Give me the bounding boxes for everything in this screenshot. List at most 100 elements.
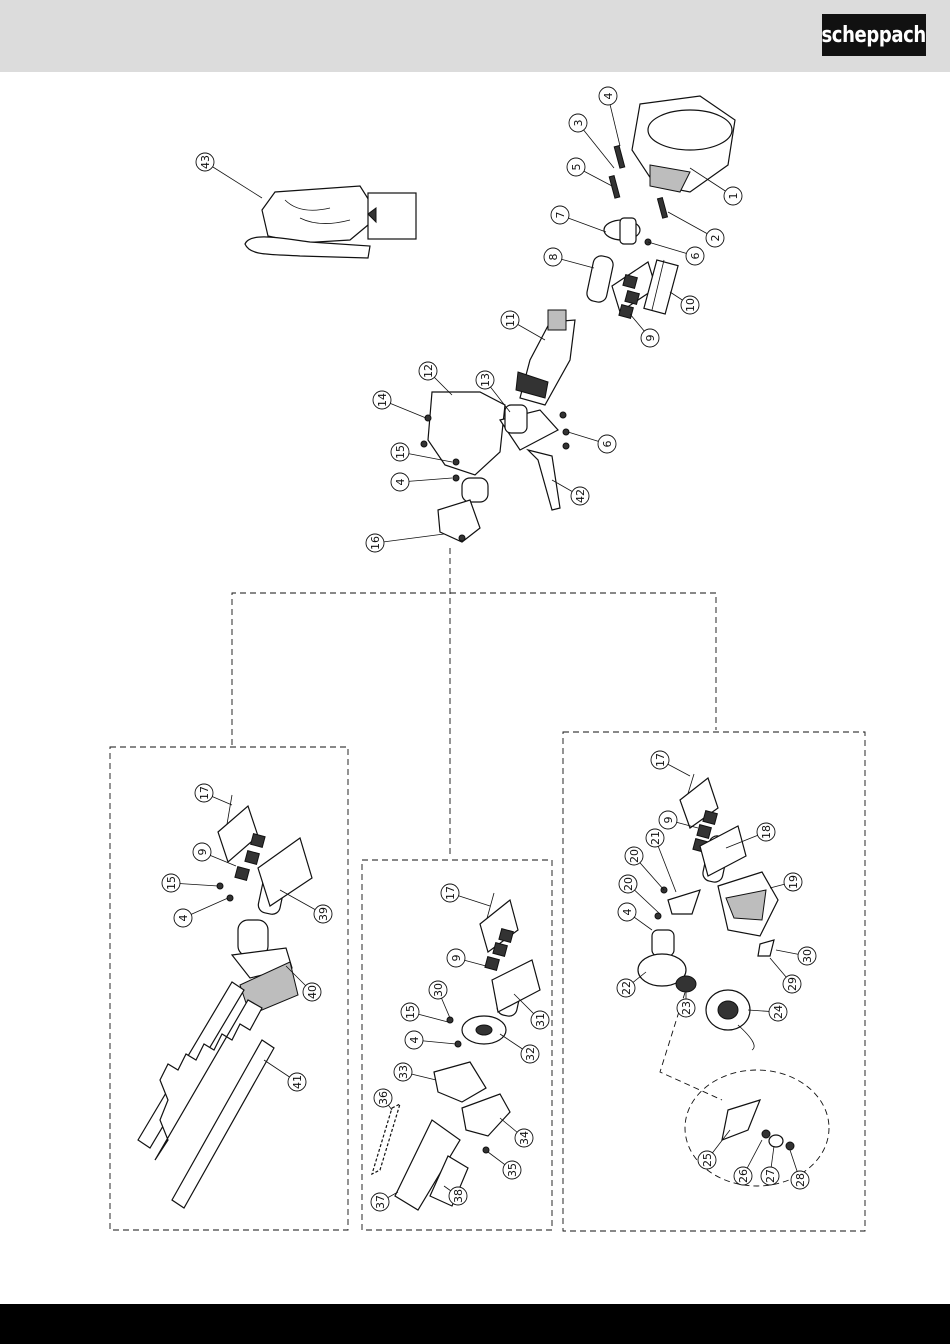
- callout-c19a: 19: [770, 873, 802, 891]
- callout-number: 33: [397, 1065, 410, 1079]
- callout-c39a: 39: [280, 890, 332, 923]
- callout-number: 15: [404, 1005, 417, 1019]
- callout-number: 39: [317, 907, 330, 921]
- callout-number: 21: [649, 831, 662, 845]
- callout-c29a: 29: [770, 958, 801, 993]
- callout-number: 1: [727, 193, 740, 200]
- callout-number: 5: [570, 164, 583, 171]
- callout-number: 26: [737, 1169, 750, 1183]
- callout-c24a: 24: [748, 1003, 787, 1021]
- callout-number: 6: [601, 441, 614, 448]
- callout-c4a: 4: [599, 87, 620, 146]
- callout-number: 42: [574, 489, 587, 503]
- callout-number: 22: [620, 981, 633, 995]
- callout-c16a: 16: [366, 534, 444, 552]
- header-bar: scheppach: [0, 0, 950, 72]
- callout-number: 10: [684, 298, 697, 312]
- brand-logo: scheppach: [822, 14, 926, 56]
- callout-number: 9: [644, 335, 657, 342]
- callout-c9c: 9: [447, 949, 486, 967]
- callout-c8a: 8: [544, 248, 594, 268]
- callout-number: 15: [165, 876, 178, 890]
- callout-c12a: 12: [419, 362, 452, 395]
- callout-number: 38: [452, 1189, 465, 1203]
- callout-number: 17: [198, 786, 211, 800]
- callout-c4e: 4: [618, 903, 652, 930]
- callout-number: 18: [760, 825, 773, 839]
- callout-c15b: 15: [162, 874, 218, 892]
- callout-c31a: 31: [514, 994, 549, 1029]
- callout-c21a: 21: [646, 829, 676, 892]
- callout-c25a: 25: [698, 1130, 730, 1169]
- callout-number: 4: [408, 1037, 421, 1044]
- callout-c23a: 23: [677, 992, 695, 1017]
- callout-number: 23: [680, 1001, 693, 1015]
- callout-number: 30: [801, 949, 814, 963]
- callout-c43a: 43: [196, 153, 262, 198]
- callout-number: 4: [621, 909, 634, 916]
- callout-c41a: 41: [264, 1060, 306, 1091]
- callout-c11a: 11: [501, 311, 545, 340]
- callout-number: 6: [689, 253, 702, 260]
- callout-number: 9: [662, 817, 675, 824]
- callout-number: 4: [394, 479, 407, 486]
- hedge-trimmer-parts: [138, 795, 312, 1208]
- callout-c17a: 17: [195, 784, 232, 805]
- callout-number: 27: [764, 1169, 777, 1183]
- callout-c15c: 15: [401, 1003, 448, 1022]
- callout-number: 41: [291, 1075, 304, 1089]
- callout-number: 20: [628, 849, 641, 863]
- callout-number: 9: [450, 955, 463, 962]
- callout-number: 14: [376, 393, 389, 407]
- carrying-bag-part: [245, 186, 416, 258]
- callout-number: 28: [794, 1173, 807, 1187]
- callout-number: 16: [369, 536, 382, 550]
- callout-c37a: 37: [371, 1192, 398, 1211]
- callout-number: 25: [701, 1153, 714, 1167]
- shaft-coupling-part: [438, 475, 488, 542]
- callout-number: 7: [554, 212, 567, 219]
- callout-number: 4: [602, 93, 615, 100]
- clutch-and-shaft-parts: [585, 218, 678, 318]
- callout-c9a: 9: [630, 314, 659, 347]
- footer-bar: [0, 1304, 950, 1344]
- callout-number: 3: [572, 120, 585, 127]
- callout-c28a: 28: [790, 1150, 809, 1189]
- callout-number: 43: [199, 155, 212, 169]
- callout-c4c: 4: [174, 898, 228, 927]
- callout-number: 4: [177, 915, 190, 922]
- callout-number: 31: [534, 1013, 547, 1027]
- callout-number: 11: [504, 313, 517, 327]
- callout-number: 12: [422, 364, 435, 378]
- callout-c33a: 33: [394, 1063, 436, 1081]
- main-handle-part: [421, 392, 569, 510]
- callout-number: 34: [518, 1131, 531, 1145]
- callout-c30a: 30: [429, 981, 450, 1018]
- callout-number: 19: [787, 875, 800, 889]
- callout-number: 36: [377, 1091, 390, 1105]
- callout-c26a: 26: [734, 1140, 762, 1185]
- callout-number: 32: [524, 1047, 537, 1061]
- engine-housing-part: [609, 96, 735, 218]
- callout-c36a: 36: [374, 1089, 392, 1110]
- callout-c34a: 34: [500, 1118, 533, 1147]
- callout-number: 20: [622, 877, 635, 891]
- callout-number: 13: [479, 373, 492, 387]
- parts-drawing: 4343152768109111213146154421617915439404…: [0, 72, 950, 1304]
- callout-c4b: 4: [391, 473, 452, 491]
- callout-number: 35: [506, 1163, 519, 1177]
- callout-number: 17: [444, 886, 457, 900]
- callout-c14a: 14: [373, 391, 426, 418]
- callout-number: 29: [786, 977, 799, 991]
- callout-c30b: 30: [776, 947, 816, 965]
- callout-c10a: 10: [670, 292, 699, 314]
- callout-c6b: 6: [568, 432, 616, 453]
- callout-number: 17: [654, 753, 667, 767]
- callout-c27a: 27: [761, 1146, 779, 1185]
- callout-leader-line: [205, 162, 262, 198]
- callout-c17c: 17: [651, 751, 690, 776]
- brand-logo-text: scheppach: [822, 23, 926, 48]
- callout-number: 9: [196, 849, 209, 856]
- callout-number: 15: [394, 445, 407, 459]
